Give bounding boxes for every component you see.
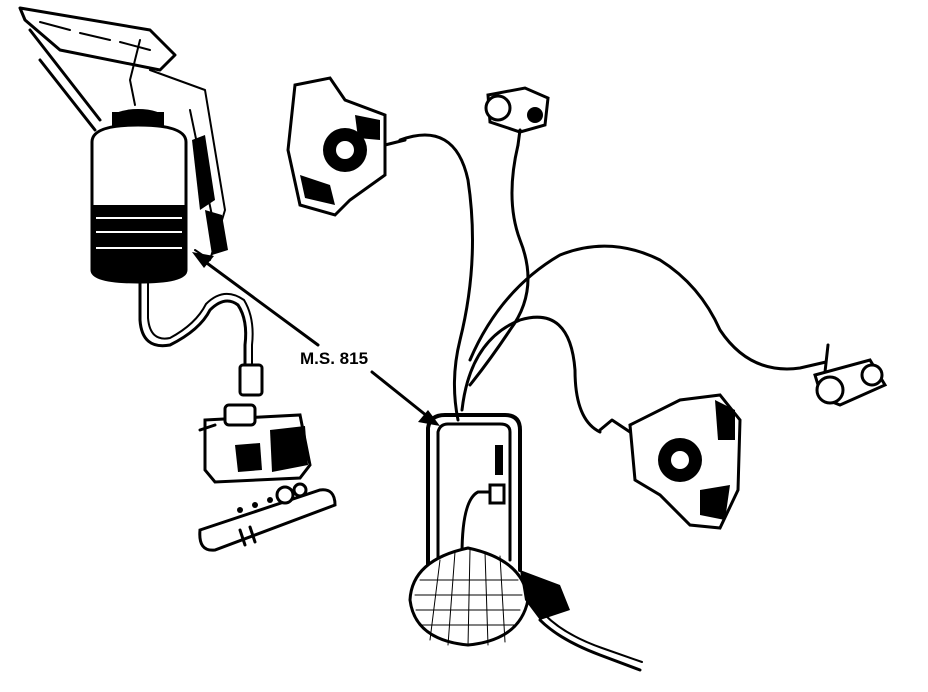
front-caliper-left [286,76,407,217]
rear-wheel-cylinder-right [813,343,888,407]
callout-arrow-to-reservoir [192,252,320,347]
rear-wheel-cylinder-top [484,86,550,147]
part-number-label: M.S. 815 [300,349,368,368]
fluid-reservoir [90,109,188,284]
bleed-hoses [398,133,828,434]
tandem-master-cylinder [198,482,337,552]
front-caliper-right [598,393,742,530]
bleeding-tool [408,413,643,672]
callout-arrow-to-tool [370,370,440,426]
reservoir-feed-pipe [138,280,264,397]
master-cylinder [198,403,312,484]
car-body-panel [18,6,228,261]
